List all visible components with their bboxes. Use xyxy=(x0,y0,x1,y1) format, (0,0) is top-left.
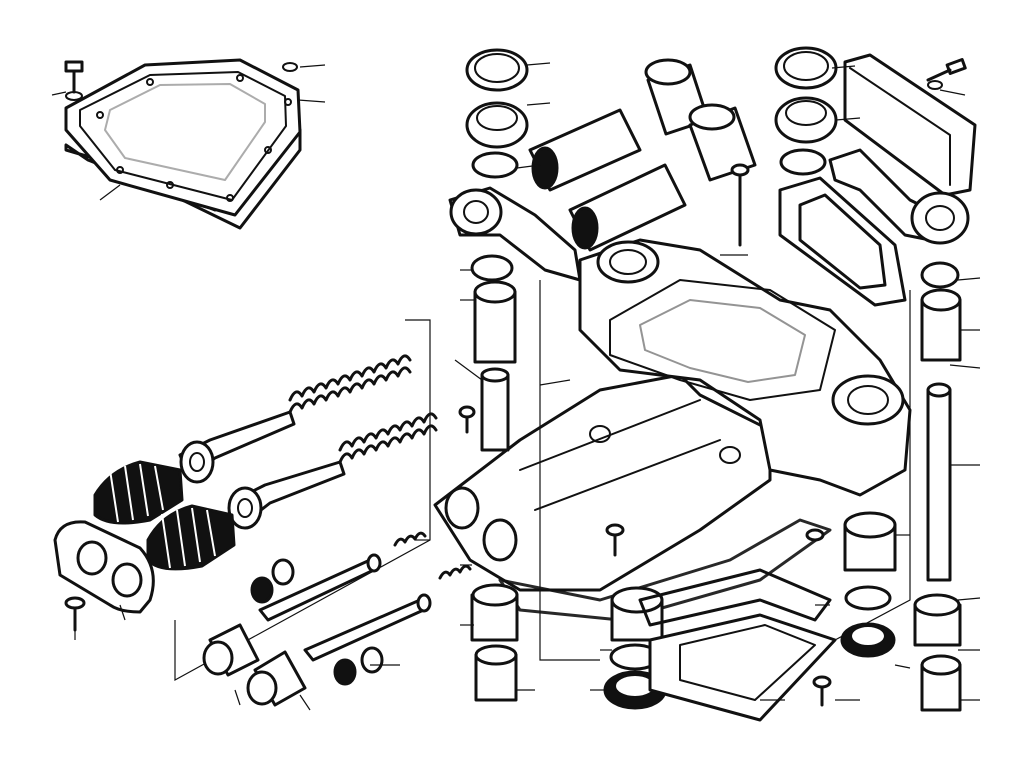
seal-ring-icon xyxy=(774,46,838,90)
bushing-icon xyxy=(920,288,962,362)
flange-gasket-icon xyxy=(53,520,155,614)
gasket-icon xyxy=(778,176,907,307)
washer-icon xyxy=(282,62,298,72)
rubber-boot-icon xyxy=(146,504,236,571)
shaft-icon xyxy=(480,367,510,452)
seal-ring-icon xyxy=(465,48,529,92)
bolt-icon xyxy=(812,675,832,707)
cover-plate-icon xyxy=(843,53,977,197)
bushing-icon xyxy=(688,103,757,182)
compression-spring-icon xyxy=(338,412,438,464)
bolt-icon xyxy=(458,405,476,434)
bushing-icon xyxy=(474,644,518,702)
seal-ring-icon xyxy=(840,622,896,658)
bolt-icon xyxy=(64,60,84,101)
seal-ring-icon xyxy=(920,261,960,289)
gasket-icon xyxy=(638,568,832,627)
bushing-icon xyxy=(920,654,962,712)
bushing-icon xyxy=(843,511,897,572)
lever-arm-icon xyxy=(448,186,582,282)
shaft-icon xyxy=(258,553,382,622)
washer-icon xyxy=(250,558,384,686)
seal-ring-icon xyxy=(470,254,514,282)
bolt-icon xyxy=(64,596,86,632)
valve-spool-icon xyxy=(528,108,642,192)
top-cover-plate xyxy=(64,58,302,230)
bolt-icon xyxy=(805,528,825,542)
valve-spool-icon xyxy=(178,410,296,484)
housing-block-icon xyxy=(433,238,912,622)
bushing-icon xyxy=(470,583,519,642)
compression-spring-icon xyxy=(393,531,427,547)
seal-ring-icon xyxy=(779,148,827,176)
leader-lines xyxy=(51,62,981,711)
valve-spool-icon xyxy=(227,460,346,530)
seal-ring-icon xyxy=(844,585,892,611)
compression-spring-icon xyxy=(288,354,412,414)
bolt-icon xyxy=(605,523,625,557)
seal-ring-icon xyxy=(471,151,519,179)
bushing-icon xyxy=(644,58,710,136)
bolt-icon xyxy=(926,58,967,90)
bottom-cover-icon xyxy=(648,613,837,722)
shaft-icon xyxy=(303,593,432,662)
bushing-icon xyxy=(473,280,517,364)
bushing-icon xyxy=(774,96,838,144)
bushing-icon xyxy=(913,593,962,647)
assembly-frame-lines xyxy=(539,280,911,661)
bushing-icon xyxy=(202,623,260,677)
compression-spring-icon xyxy=(438,564,472,580)
bushing-icon xyxy=(465,101,529,149)
shaft-icon xyxy=(926,382,952,582)
shaft-icon xyxy=(730,163,750,247)
rubber-boot-icon xyxy=(93,460,184,525)
valve-spool-icon xyxy=(568,163,687,252)
bushing-icon xyxy=(610,586,664,642)
bushing-icon xyxy=(246,650,307,707)
lever-arm-icon xyxy=(828,148,970,245)
